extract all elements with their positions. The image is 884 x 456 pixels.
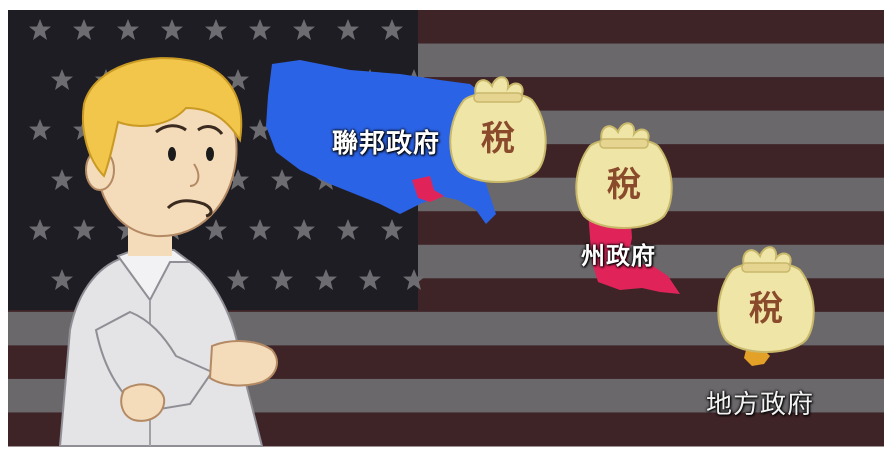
local-government-label: 地方政府 (706, 390, 815, 420)
cartoon-man (58, 57, 278, 447)
usa-map-federal (266, 60, 496, 224)
federal-government-label: 聯邦政府 (332, 129, 441, 159)
tax-bag-state: 稅 (575, 122, 673, 229)
state-map (588, 210, 680, 294)
hair (82, 57, 243, 178)
hand-right (208, 340, 278, 387)
tax-bag-federal: 稅 (449, 76, 547, 183)
tax-bag-text: 稅 (749, 289, 783, 329)
tax-bag-local: 稅 (717, 246, 815, 353)
tax-bag-text: 稅 (607, 165, 641, 205)
tax-bag-text: 稅 (481, 119, 515, 159)
state-government-label: 州政府 (581, 242, 656, 270)
state-highlight-small (412, 176, 444, 202)
arm (94, 310, 214, 414)
hand-left (120, 383, 166, 422)
